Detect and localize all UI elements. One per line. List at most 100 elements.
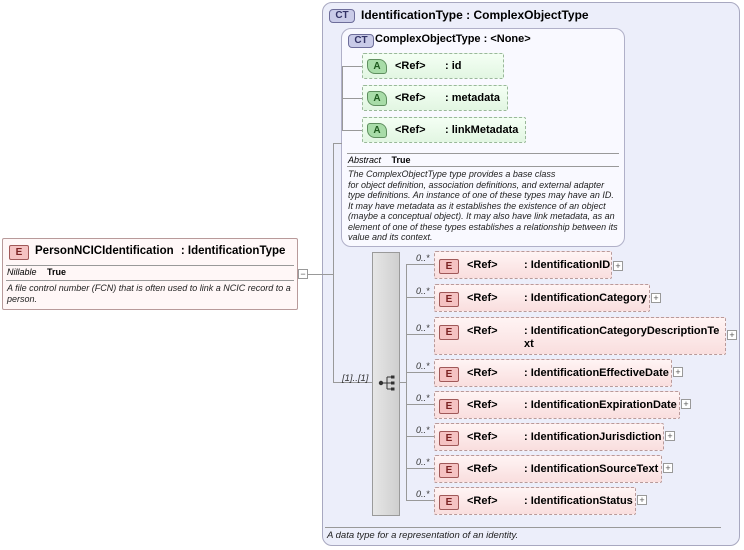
divider [325,527,721,528]
attribute-metadata[interactable]: A <Ref> : metadata [362,85,508,111]
element-icon: E [439,325,459,340]
root-element-title: PersonNCICIdentification : Identificatio… [35,245,285,257]
occurrence-label: 0..* [416,323,430,333]
attribute-name: : metadata [445,92,501,104]
description-line: value and its context. [348,232,433,242]
occurrence-label: 0..* [416,489,430,499]
inner-type-title: ComplexObjectType : <None> [375,33,531,45]
element-name: : IdentificationCategory [524,292,647,304]
description-line: The ComplexObjectType type provides a ba… [348,169,556,179]
sequence-occurrence: [1]..[1] [342,373,369,384]
element-connector [406,334,434,335]
nillable-value: True [47,267,67,277]
description-line: It may have metadata as it establishes t… [348,200,606,211]
element-identification-expiration-date[interactable]: E <Ref> : IdentificationExpirationDate [434,391,680,419]
occurrence-label: 0..* [416,425,430,435]
description-line: A file control number (FCN) that is ofte… [7,283,291,293]
nillable-label: Nillable [7,267,37,277]
description-line: for object definition, association defin… [348,179,605,190]
element-ref: <Ref> [467,367,498,379]
element-identification-status[interactable]: E <Ref> : IdentificationStatus [434,487,636,515]
outer-type-title: IdentificationType : ComplexObjectType [361,8,589,22]
sequence-compositor[interactable] [372,252,400,516]
element-name-line: : IdentificationCategoryDescriptionTe [524,325,720,337]
description-line: person. [7,293,38,304]
occurrence-label: 0..* [416,253,430,263]
collapse-toggle[interactable]: − [298,269,308,279]
expand-toggle[interactable]: + [663,463,673,473]
attribute-name: : id [445,60,462,72]
element-identification-id[interactable]: E <Ref> : IdentificationID [434,251,612,279]
attribute-connector [342,66,362,67]
divider [6,265,294,266]
sequence-icon [378,375,395,391]
element-connector [406,500,434,501]
element-ref: <Ref> [467,325,498,337]
expand-toggle[interactable]: + [673,367,683,377]
element-icon: E [439,463,459,478]
element-connector [406,372,434,373]
attribute-connector [342,98,362,99]
occurrence-label: 0..* [416,393,430,403]
abstract-value: True [391,155,411,165]
root-element-description: A file control number (FCN) that is ofte… [7,283,291,304]
attribute-ref: <Ref> [395,124,426,136]
element-icon: E [439,292,459,307]
person-ncic-identification-element[interactable]: E PersonNCICIdentification : Identificat… [2,238,298,310]
element-icon: E [439,259,459,274]
element-identification-source-text[interactable]: E <Ref> : IdentificationSourceText [434,455,662,483]
inner-type-name: ComplexObjectType [375,33,481,45]
attribute-link-metadata[interactable]: A <Ref> : linkMetadata [362,117,526,143]
divider [6,280,294,281]
element-identification-effective-date[interactable]: E <Ref> : IdentificationEffectiveDate [434,359,672,387]
occurrence-label: 0..* [416,361,430,371]
sequence-connector [400,382,406,383]
element-icon: E [439,431,459,446]
nillable-row: Nillable True [7,267,66,277]
element-identification-category-description-text[interactable]: E <Ref> : IdentificationCategoryDescript… [434,317,726,355]
expand-toggle[interactable]: + [637,495,647,505]
attribute-id[interactable]: A <Ref> : id [362,53,504,79]
element-connector [406,436,434,437]
outer-type-description: A data type for a representation of an i… [327,530,519,541]
occurrence-label: 0..* [416,286,430,296]
occurrence-label: 0..* [416,457,430,467]
element-connector [406,468,434,469]
attribute-icon: A [367,91,387,106]
divider [347,166,619,167]
expand-toggle[interactable]: + [651,293,661,303]
expand-toggle[interactable]: + [665,431,675,441]
description-line: type definitions. An instance of one of … [348,190,614,200]
divider [347,153,619,154]
element-name: : IdentificationID [524,259,611,271]
inner-type-base: : <None> [483,33,531,45]
element-ref: <Ref> [467,495,498,507]
abstract-label: Abstract [348,155,382,165]
element-icon: E [439,367,459,382]
attribute-ref: <Ref> [395,60,426,72]
expand-toggle[interactable]: + [727,330,737,340]
sequence-spine [406,264,407,500]
element-identification-jurisdiction[interactable]: E <Ref> : IdentificationJurisdiction [434,423,664,451]
element-ref: <Ref> [467,399,498,411]
element-ref: <Ref> [467,292,498,304]
element-name: : IdentificationExpirationDate [524,399,677,411]
element-connector [406,264,434,265]
outer-type-name: IdentificationType [361,8,463,22]
outer-type-base: : ComplexObjectType [466,8,589,22]
element-ref: <Ref> [467,463,498,475]
sequence-connector [333,382,372,383]
root-element-name: PersonNCICIdentification [35,245,174,257]
element-connector [406,297,434,298]
attribute-name: : linkMetadata [445,124,519,136]
element-connector [406,404,434,405]
root-element-type: : IdentificationType [180,245,286,257]
content-connector [333,143,342,144]
expand-toggle[interactable]: + [613,261,623,271]
element-icon: E [439,495,459,510]
element-identification-category[interactable]: E <Ref> : IdentificationCategory [434,284,650,312]
expand-toggle[interactable]: + [681,399,691,409]
attribute-connector [342,130,362,131]
complex-type-icon: CT [348,34,374,48]
element-icon: E [439,399,459,414]
